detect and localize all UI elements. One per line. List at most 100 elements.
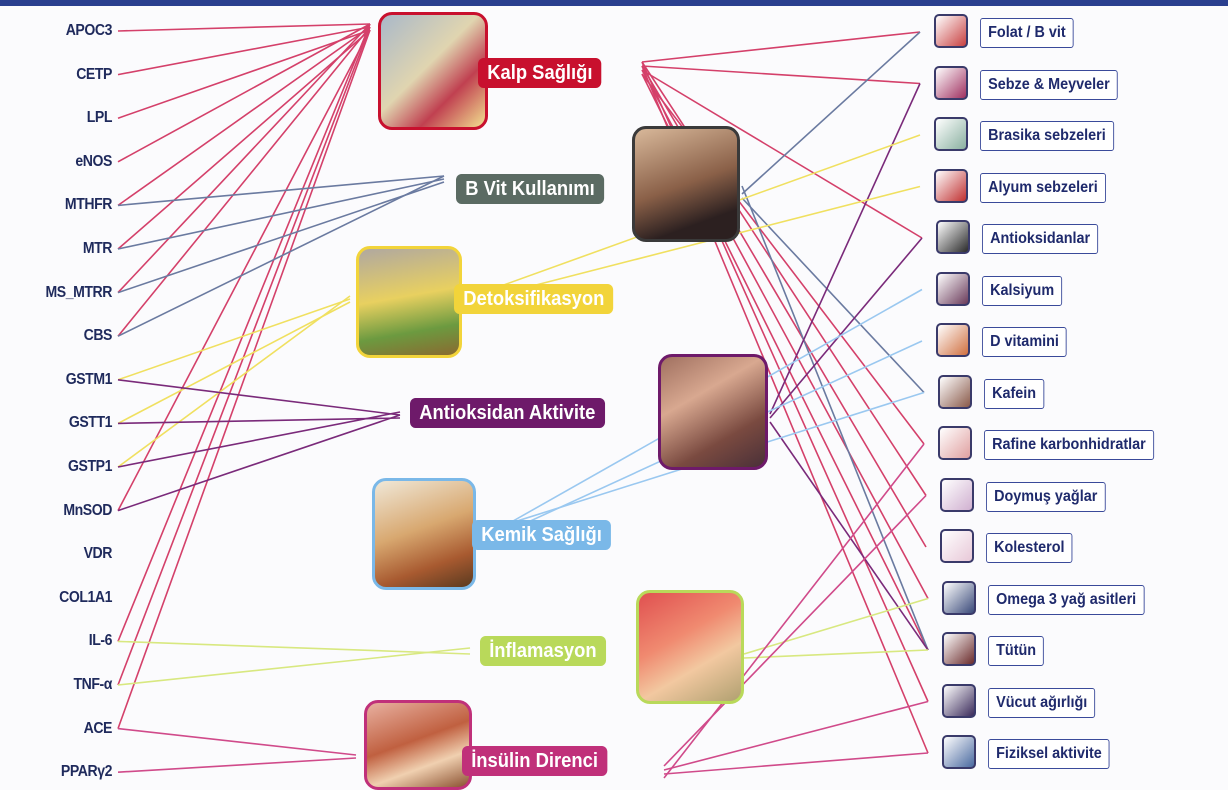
gene-label: TNF-α <box>73 676 112 693</box>
food-thumbnail <box>938 426 972 460</box>
gene-link-line <box>117 727 357 756</box>
food-thumbnail <box>934 168 968 203</box>
gene-link-line <box>117 417 401 425</box>
gene-label: CBS <box>83 327 113 345</box>
food-thumbnail <box>940 477 974 512</box>
gene-link-line <box>117 23 371 642</box>
gene-label: MS_MTRR <box>45 283 112 301</box>
food-label: Folat / B vit <box>980 18 1074 48</box>
gene-link-line <box>117 411 401 468</box>
food-thumbnail <box>934 65 968 100</box>
gene-link-line <box>117 26 371 76</box>
gene-link-line <box>117 23 371 294</box>
gene-link-line <box>117 181 445 294</box>
gene-link-line <box>117 178 445 250</box>
food-thumbnail <box>936 323 970 357</box>
food-label: Omega 3 yağ asitleri <box>988 584 1145 615</box>
gene-label: eNOS <box>75 152 112 170</box>
food-thumbnail <box>934 14 968 48</box>
gene-link-line <box>117 29 371 119</box>
food-link-line <box>769 421 929 651</box>
gene-label: GSTP1 <box>68 458 112 475</box>
food-label: Kalsiyum <box>982 275 1063 306</box>
gene-label: GSTT1 <box>68 414 113 432</box>
food-thumbnail <box>942 632 976 666</box>
hub-label-detox: Detoksifikasyon <box>454 284 614 314</box>
gene-label: IL-6 <box>88 632 113 650</box>
hub-label-anti: Antioksidan Aktivite <box>410 398 605 428</box>
heart-health-photo <box>378 12 488 130</box>
gene-link-line <box>117 757 357 773</box>
gene-label: CETP <box>76 65 112 83</box>
food-link-line <box>641 69 923 239</box>
gene-label: COL1A1 <box>59 588 112 606</box>
food-label: Sebze & Meyveler <box>980 69 1118 100</box>
food-thumbnail <box>934 117 968 151</box>
food-label: Antioksidanlar <box>982 224 1099 254</box>
insulin-photo <box>364 700 472 790</box>
food-thumbnail <box>942 683 976 718</box>
inflammation-photo <box>636 590 744 704</box>
food-link-line <box>641 65 921 85</box>
food-thumbnail <box>936 271 970 306</box>
gene-link-line <box>117 414 401 512</box>
food-link-line <box>741 31 921 195</box>
food-thumbnail <box>938 374 972 409</box>
gene-link-line <box>117 298 351 381</box>
gene-link-line <box>117 175 445 207</box>
food-link-line <box>641 31 921 63</box>
gene-label: MTHFR <box>64 196 113 214</box>
gene-link-line <box>117 29 371 511</box>
food-label: Kolesterol <box>986 533 1073 563</box>
b-vitamin-photo <box>632 126 740 242</box>
hub-label-bvit: B Vit Kullanımı <box>456 174 604 204</box>
food-link-line <box>663 752 929 775</box>
antioxidant-photo <box>658 354 768 470</box>
gene-link-line <box>117 29 371 729</box>
gene-label: APOC3 <box>65 22 113 39</box>
food-link-line <box>769 237 923 419</box>
gene-link-line <box>117 647 471 686</box>
gene-label: ACE <box>83 719 113 737</box>
gene-link-line <box>117 26 371 686</box>
hub-label-insulin: İnsülin Direnci <box>462 746 608 776</box>
gene-link-line <box>117 379 401 416</box>
food-link-line <box>663 494 927 767</box>
gene-label: MTR <box>82 240 113 257</box>
gene-label: MnSOD <box>63 501 112 519</box>
food-thumbnail <box>942 735 976 769</box>
gene-link-line <box>117 301 351 425</box>
gene-link-line <box>117 295 351 468</box>
gene-link-line <box>117 26 371 337</box>
gene-label: GSTM1 <box>65 370 113 388</box>
hub-label-kemik: Kemik Sağlığı <box>472 520 612 550</box>
food-link-line <box>741 185 929 651</box>
gene-link-line <box>117 23 371 163</box>
food-label: Rafine karbonhidratlar <box>984 430 1154 460</box>
hub-label-infl: İnflamasyon <box>480 636 606 666</box>
food-link-line <box>769 83 921 415</box>
food-label: Doymuş yağlar <box>986 481 1106 512</box>
food-label: Fiziksel aktivite <box>988 739 1110 769</box>
food-label: Alyum sebzeleri <box>980 172 1106 203</box>
food-link-line <box>743 597 929 655</box>
gene-label: VDR <box>83 545 113 563</box>
food-label: Tütün <box>988 636 1045 666</box>
gene-link-line <box>117 640 471 655</box>
food-label: Brasika sebzeleri <box>980 121 1114 151</box>
food-link-line <box>743 649 929 659</box>
food-label: Kafein <box>984 378 1045 409</box>
food-label: Vücut ağırlığı <box>988 687 1096 718</box>
food-link-line <box>663 700 929 771</box>
gene-link-line <box>117 26 371 207</box>
gene-link-line <box>117 23 371 32</box>
bone-health-photo <box>372 478 476 590</box>
gene-label: PPARγ2 <box>60 763 113 781</box>
food-thumbnail <box>936 220 970 254</box>
gene-label: LPL <box>86 109 113 127</box>
hub-label-kalp: Kalp Sağlığı <box>478 58 602 88</box>
detox-photo <box>356 246 462 358</box>
header-bar <box>0 0 1228 6</box>
gene-link-line <box>117 175 445 337</box>
gene-link-line <box>117 29 371 250</box>
